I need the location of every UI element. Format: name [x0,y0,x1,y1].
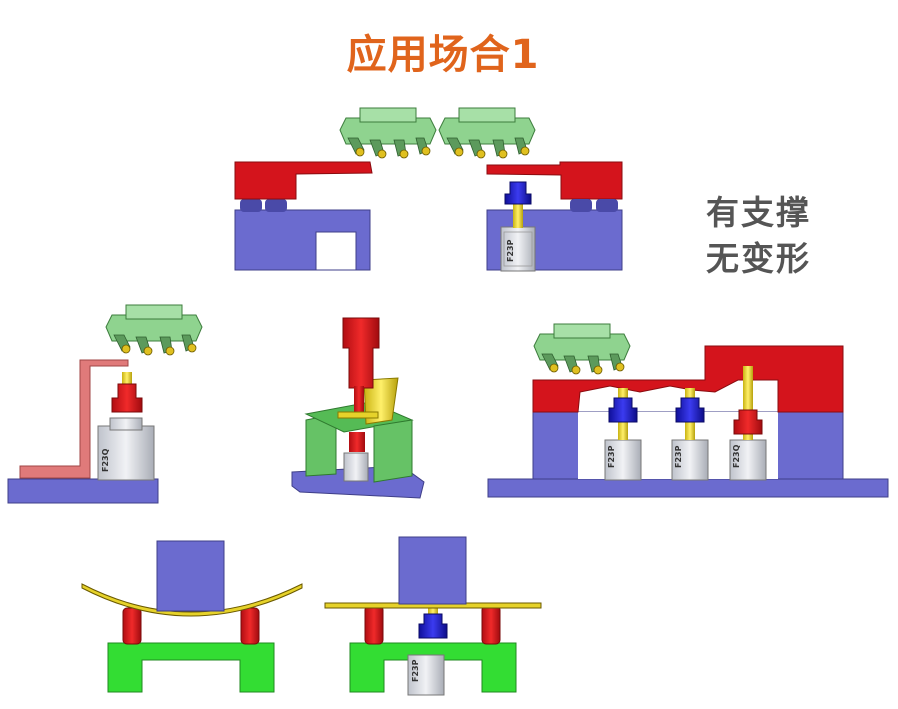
mid-left-fixture: F23Q [7,359,159,504]
page-title: 应用场合1 [346,32,540,78]
cylinder-label: F23P [411,659,420,682]
bottom-left-fixture [81,540,303,693]
annotation-line-2: 无变形 [706,239,811,278]
top-right-fixture: F23P [486,161,623,272]
cylinder-label: F23Q [101,448,110,472]
cylinder-label: F23P [506,239,515,262]
annotation-line-1: 有支撑 [706,193,811,232]
bottom-right-fixture: F23P [324,536,542,696]
cylinder-label: F23Q [732,444,741,468]
cutter-icon [339,107,437,159]
cutter-icon [105,304,203,356]
mid-center-fixture [291,317,425,499]
cutter-icon [438,107,536,159]
mid-right-fixture: F23P F23P F23Q [487,345,889,498]
cylinder-label: F23P [607,445,616,468]
cylinder-label: F23P [674,445,683,468]
top-left-fixture [234,161,373,271]
cutter-icon [533,323,631,375]
